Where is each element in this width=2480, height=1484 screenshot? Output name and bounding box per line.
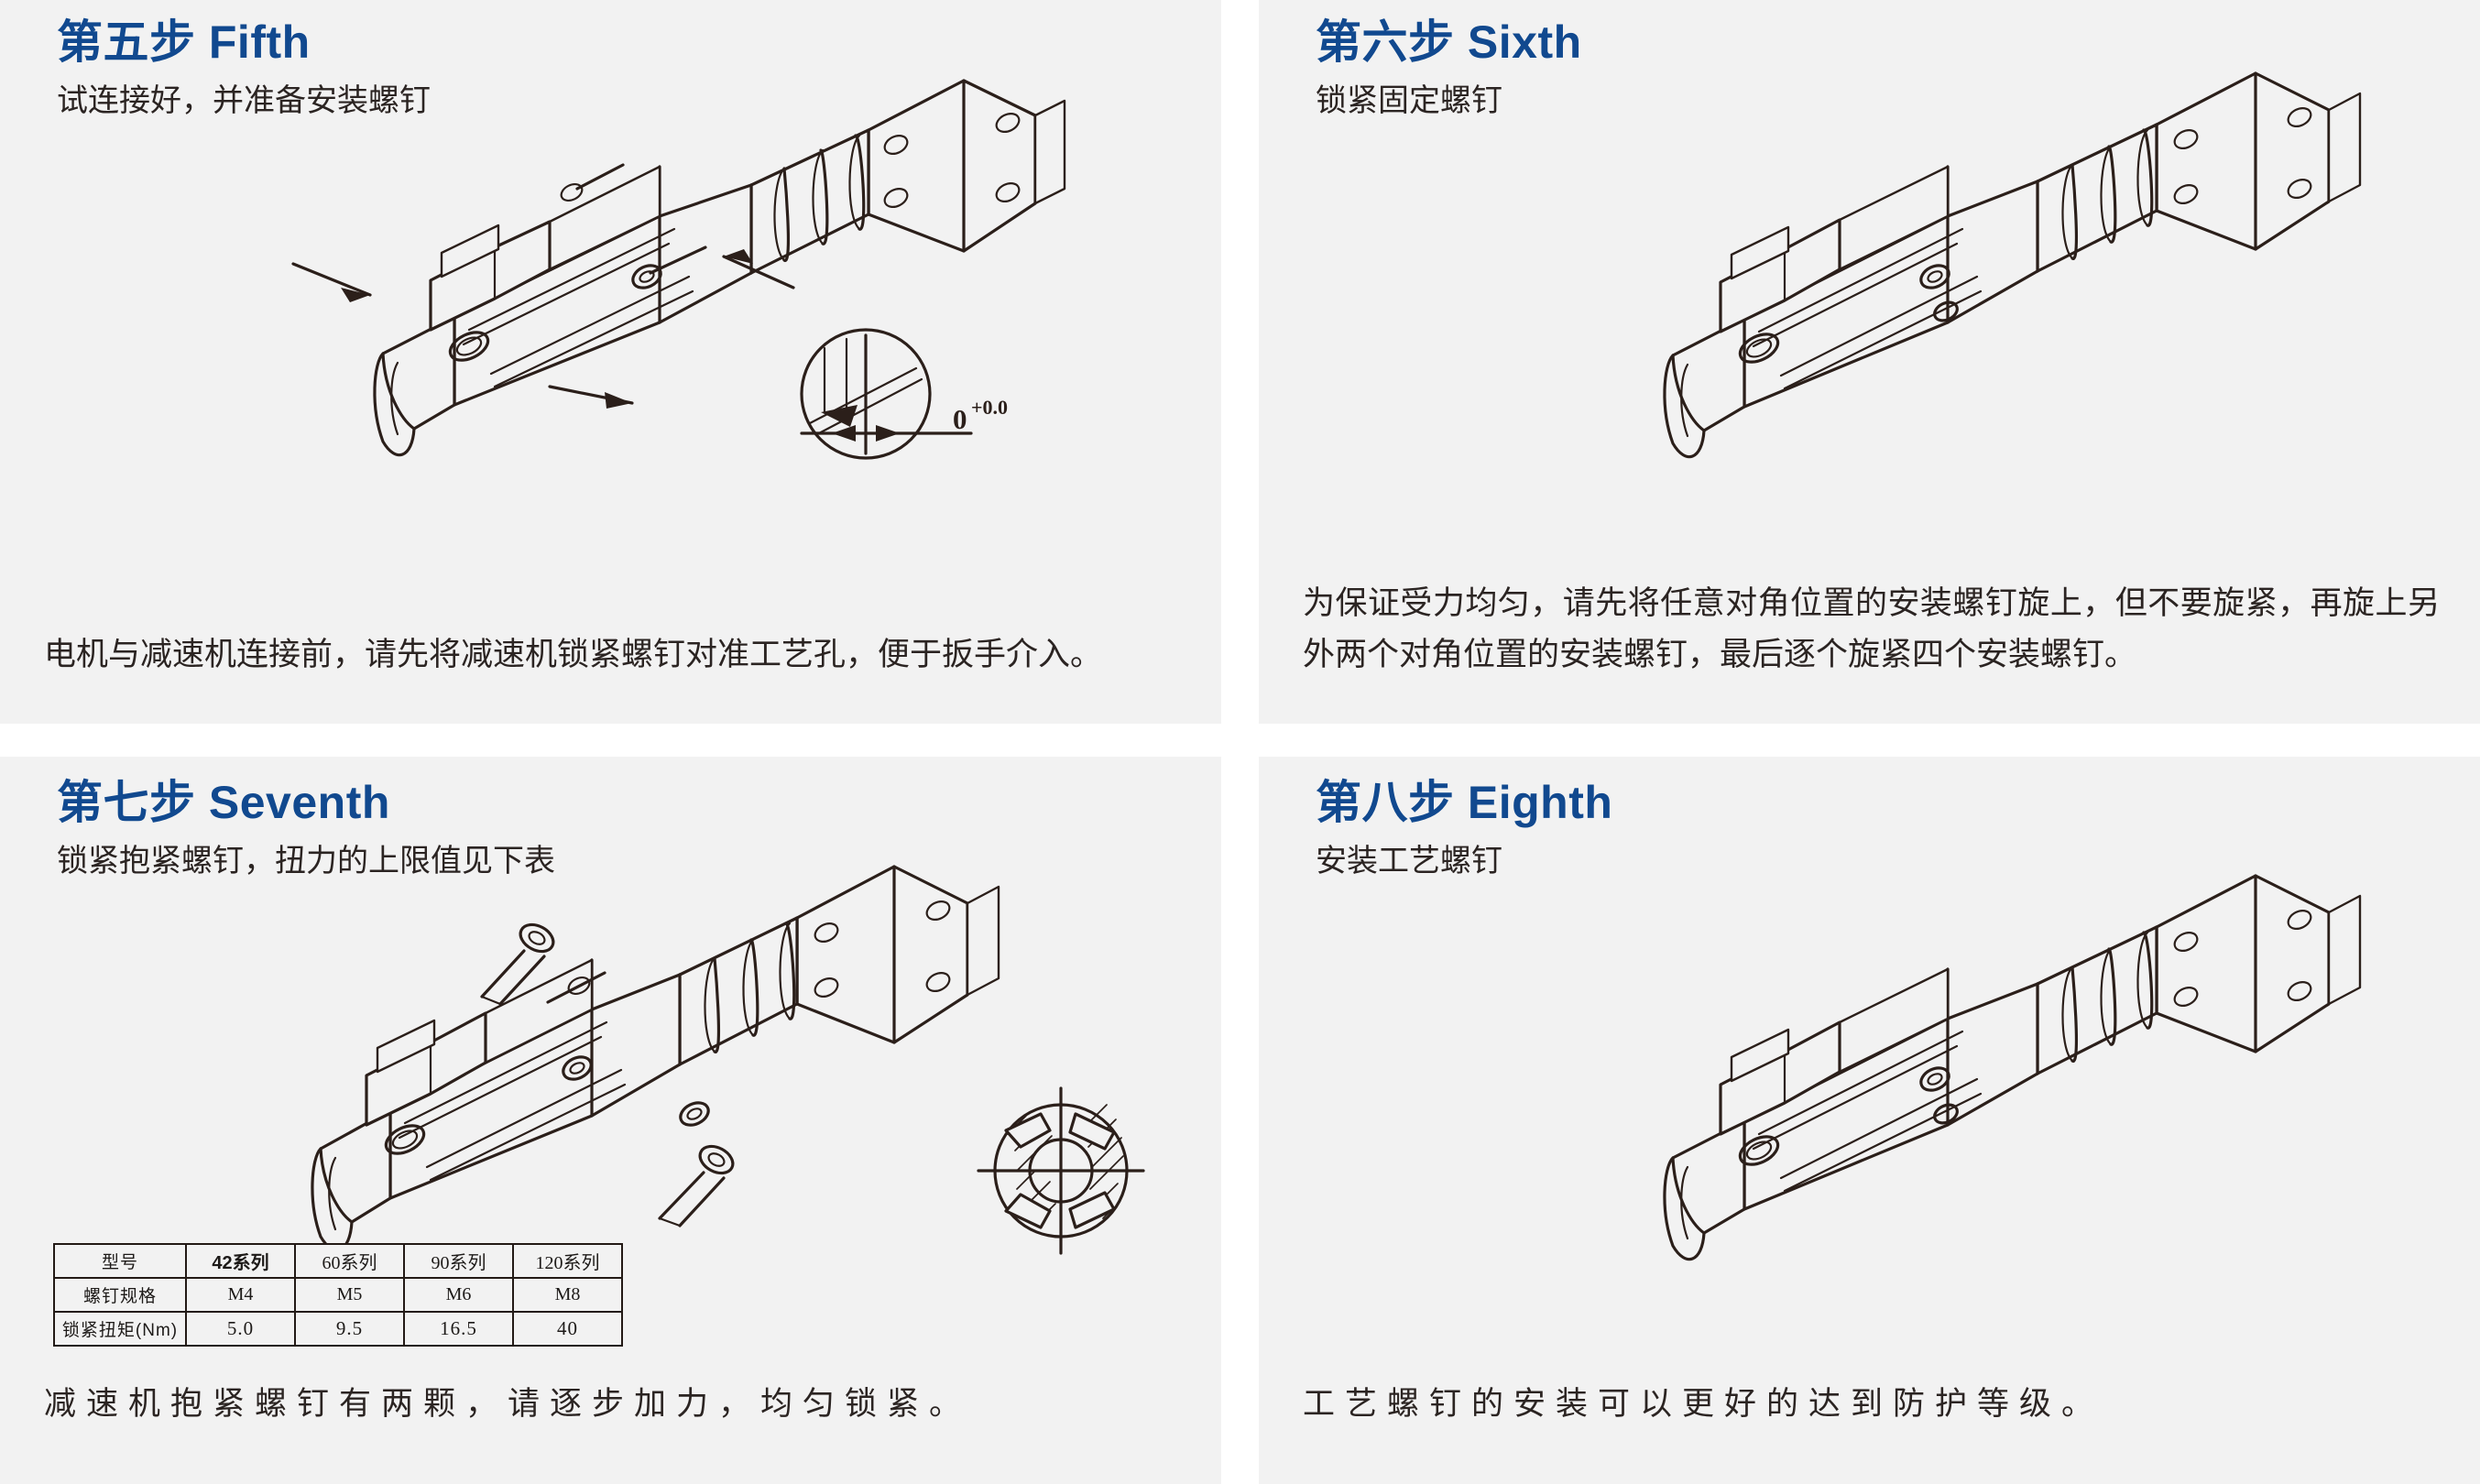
panel-heading: 第八步 Eighth — [1316, 777, 1613, 828]
table-row-label: 型号 — [53, 1243, 187, 1279]
arrow-right-pointer — [722, 249, 795, 289]
table-row: 螺钉规格 M4 M5 M6 M8 — [53, 1277, 623, 1313]
motor-body — [1743, 967, 2039, 1211]
table-cell: 42系列 — [185, 1243, 296, 1279]
table-row-label: 锁紧扭矩(Nm) — [53, 1311, 187, 1347]
gearbox-body — [739, 128, 870, 275]
panel-step-five: 第五步 Fifth 试连接好，并准备安装螺钉 — [0, 0, 1221, 724]
arrow-left-pointer — [291, 262, 372, 302]
panel-caption: 工艺螺钉的安装可以更好的达到防护等级。 — [1303, 1386, 2104, 1423]
process-screw-upper — [1919, 1066, 1950, 1092]
motor-body — [388, 958, 682, 1200]
motor-rear-cap — [373, 315, 490, 457]
figure-servo-motor-gearbox-assembly — [1644, 37, 2468, 513]
clamp-screw-lower — [658, 1101, 735, 1228]
table-cell: 40 — [512, 1311, 623, 1347]
panel-subheading: 试连接好，并准备安装螺钉 — [57, 83, 431, 118]
arrow-lower-pointer — [548, 385, 634, 409]
table-cell: M8 — [512, 1277, 623, 1313]
clamp-screw-upper — [480, 922, 606, 1006]
panel-subheading: 锁紧抱紧螺钉，扭力的上限值见下表 — [57, 844, 555, 878]
gearbox-output-flange — [2155, 71, 2362, 251]
mounting-screw-top — [560, 163, 625, 202]
panel-step-six: 第六步 Sixth 锁紧固定螺钉 — [1259, 0, 2480, 724]
table-cell: 16.5 — [403, 1311, 514, 1347]
locking-torque-table: 型号 42系列 60系列 90系列 120系列 螺钉规格 M4 M5 M6 M8… — [53, 1243, 623, 1347]
table-cell: 60系列 — [294, 1243, 405, 1279]
mounting-screw-lower — [1933, 300, 1959, 322]
panel-caption: 减速机抱紧螺钉有两颗，请逐步加力，均匀锁紧。 — [44, 1386, 972, 1423]
mounting-screw-mid — [631, 246, 707, 289]
gearbox-body — [2026, 925, 2158, 1075]
gearbox-body — [2026, 123, 2158, 273]
gearbox-body — [668, 916, 799, 1066]
process-screw-lower — [1933, 1103, 1959, 1125]
detail-callout-circle: 0 +0.0 — [800, 328, 1008, 460]
mounting-screw-upper — [1919, 264, 1950, 289]
figure-servo-motor-gearbox-assembly — [1644, 839, 2468, 1352]
motor-rear-cap — [311, 1108, 426, 1251]
table-cell: 5.0 — [185, 1311, 296, 1347]
table-row: 型号 42系列 60系列 90系列 120系列 — [53, 1243, 623, 1279]
panel-caption: 电机与减速机连接前，请先将减速机锁紧螺钉对准工艺孔，便于扳手介入。 — [44, 637, 1103, 673]
table-cell: 120系列 — [512, 1243, 623, 1279]
tolerance-sup-value: +0.0 — [971, 396, 1008, 419]
panel-heading: 第六步 Sixth — [1316, 16, 1582, 68]
motor-connector-block — [365, 1011, 487, 1127]
tolerance-base-value: 0 — [953, 403, 967, 435]
panel-subheading: 锁紧固定螺钉 — [1316, 83, 1502, 118]
panel-caption: 为保证受力均匀，请先将任意对角位置的安装螺钉旋上，但不要旋紧，再旋上另外两个对角… — [1303, 584, 2440, 673]
table-cell: 9.5 — [294, 1311, 405, 1347]
panel-step-seven: 第七步 Seventh 锁紧抱紧螺钉，扭力的上限值见下表 — [0, 757, 1221, 1484]
gearbox-output-flange — [2155, 874, 2362, 1053]
table-cell: M5 — [294, 1277, 405, 1313]
motor-connector-block — [1719, 1020, 1841, 1136]
section-view-callout — [977, 1086, 1145, 1255]
table-row: 锁紧扭矩(Nm) 5.0 9.5 16.5 40 — [53, 1311, 623, 1347]
table-cell: M4 — [185, 1277, 296, 1313]
motor-connector-block — [429, 220, 552, 332]
motor-rear-cap — [1663, 317, 1780, 459]
gearbox-output-flange — [867, 79, 1066, 253]
gearbox-output-flange — [795, 865, 1000, 1044]
motor-body — [453, 165, 753, 407]
motor-rear-cap — [1663, 1119, 1780, 1261]
panel-heading: 第五步 Fifth — [57, 16, 311, 68]
table-cell: M6 — [403, 1277, 514, 1313]
horizontal-gutter — [0, 724, 2480, 757]
mounting-screw-mid — [562, 1055, 593, 1081]
panel-heading: 第七步 Seventh — [57, 777, 390, 828]
table-row-label: 螺钉规格 — [53, 1277, 187, 1313]
panel-subheading: 安装工艺螺钉 — [1316, 844, 1502, 878]
panel-step-eight: 第八步 Eighth 安装工艺螺钉 — [1259, 757, 2480, 1484]
table-cell: 90系列 — [403, 1243, 514, 1279]
motor-connector-block — [1719, 218, 1841, 333]
motor-body — [1743, 165, 2039, 409]
